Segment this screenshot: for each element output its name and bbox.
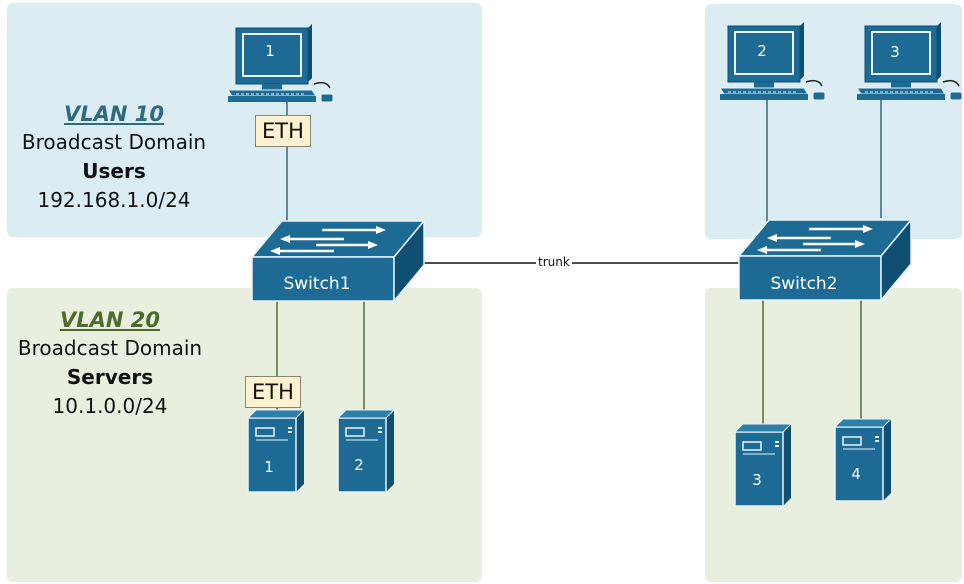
computer-1[interactable] <box>227 23 334 103</box>
vlan10-subnet: 192.168.1.0/24 <box>37 188 191 212</box>
vlan10-title: VLAN 10 <box>64 102 164 126</box>
server-3[interactable] <box>734 423 792 507</box>
vlan20-group: Servers <box>66 365 154 389</box>
server-3-label: 3 <box>752 471 762 489</box>
server-2-label: 2 <box>354 456 364 474</box>
vlan20-broadcast: Broadcast Domain <box>17 336 203 360</box>
eth-label-top: ETH <box>255 115 311 147</box>
server-1-label: 1 <box>264 458 274 476</box>
computer-3-label: 3 <box>890 43 900 61</box>
computer-2[interactable] <box>719 21 826 101</box>
computer-1-label: 1 <box>265 42 275 60</box>
vlan20-zone-left <box>7 288 482 582</box>
server-1[interactable] <box>247 409 305 493</box>
trunk-label: trunk <box>536 255 572 269</box>
server-4-label: 4 <box>851 465 861 483</box>
vlan10-label: VLAN 10 Broadcast Domain Users 192.168.1… <box>10 100 218 215</box>
eth-label-bottom: ETH <box>245 376 301 408</box>
switch1-label: Switch1 <box>283 274 350 294</box>
switch2-label: Switch2 <box>770 274 837 294</box>
vlan10-broadcast: Broadcast Domain <box>21 130 207 154</box>
server-4[interactable] <box>834 418 892 502</box>
computer-3[interactable] <box>856 21 963 101</box>
vlan20-label: VLAN 20 Broadcast Domain Servers 10.1.0.… <box>7 306 213 421</box>
server-2[interactable] <box>337 409 395 493</box>
vlan20-subnet: 10.1.0.0/24 <box>52 394 168 418</box>
computer-2-label: 2 <box>757 42 767 60</box>
vlan20-title: VLAN 20 <box>60 308 160 332</box>
vlan10-group: Users <box>82 159 146 183</box>
